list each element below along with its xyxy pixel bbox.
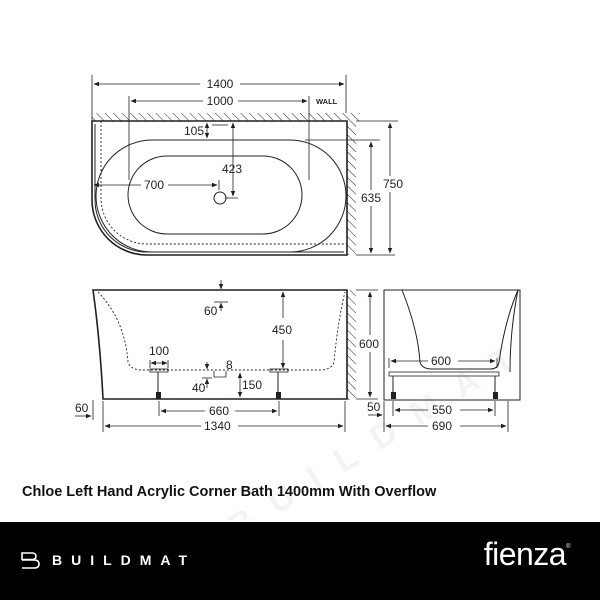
dim-height: 600 [359, 337, 379, 351]
dim-side-leg-spacing: 550 [432, 403, 452, 417]
dim-waste-offset: 8 [226, 358, 233, 372]
front-elevation: 60 450 100 8 40 150 660 1340 [75, 280, 379, 433]
buildmat-brand[interactable]: BUILDMAT [20, 549, 196, 571]
rim-oval [95, 139, 347, 253]
dim-overflow-drop: 60 [204, 304, 218, 318]
dim-rim-offset: 105 [184, 124, 204, 138]
dim-leg-spacing: 660 [209, 404, 229, 418]
dim-side-overall-width: 690 [432, 419, 452, 433]
drain-circle [213, 191, 227, 205]
dim-end-to-drain: 700 [144, 178, 164, 192]
buildmat-wordmark: BUILDMAT [52, 552, 197, 568]
technical-drawing: BUILDMAT 1400 1000 WALL 105 [75, 75, 539, 520]
wall-label: WALL [316, 97, 338, 106]
fienza-wordmark: fienza [483, 536, 567, 572]
side-inner-profile [401, 289, 519, 370]
dim-waste-height: 40 [192, 381, 206, 395]
bath-outline [91, 120, 348, 256]
dim-base-length: 1340 [204, 419, 231, 433]
dim-foot-width: 100 [149, 344, 169, 358]
dim-side-end-overhang: 50 [367, 400, 381, 414]
waste-outline [213, 371, 227, 378]
dim-depth: 450 [272, 323, 292, 337]
dim-inner-width: 635 [361, 191, 381, 205]
bath-shell-edge [94, 124, 344, 253]
side-base-plate [388, 371, 500, 377]
footer-bar: BUILDMAT fienza® [0, 522, 600, 600]
dim-overall-width: 750 [383, 177, 403, 191]
side-frame [383, 289, 521, 401]
front-basin-profile [97, 291, 346, 371]
dim-base-to-floor: 150 [242, 378, 262, 392]
wall-hatch-right [347, 121, 356, 255]
wall-hatch-top [92, 113, 360, 121]
side-elevation: 600 550 690 50 [367, 289, 521, 433]
fienza-brand[interactable]: fienza® [483, 536, 571, 573]
product-title: Chloe Left Hand Acrylic Corner Bath 1400… [22, 484, 437, 500]
dim-side-inner-width: 600 [431, 354, 451, 368]
front-outline [92, 289, 348, 400]
dim-wall-to-drain: 423 [222, 162, 242, 176]
skirt-outline [100, 121, 347, 245]
plan-view: 1400 1000 WALL 105 423 700 635 750 [91, 75, 403, 256]
buildmat-logo-icon [21, 552, 40, 569]
dim-overall-length: 1400 [207, 77, 234, 91]
registered-mark-icon: ® [566, 544, 570, 550]
dim-inner-length: 1000 [207, 94, 234, 108]
dim-end-overhang: 60 [75, 401, 89, 415]
basin-oval [127, 155, 303, 235]
front-wall-hatch [347, 290, 356, 400]
